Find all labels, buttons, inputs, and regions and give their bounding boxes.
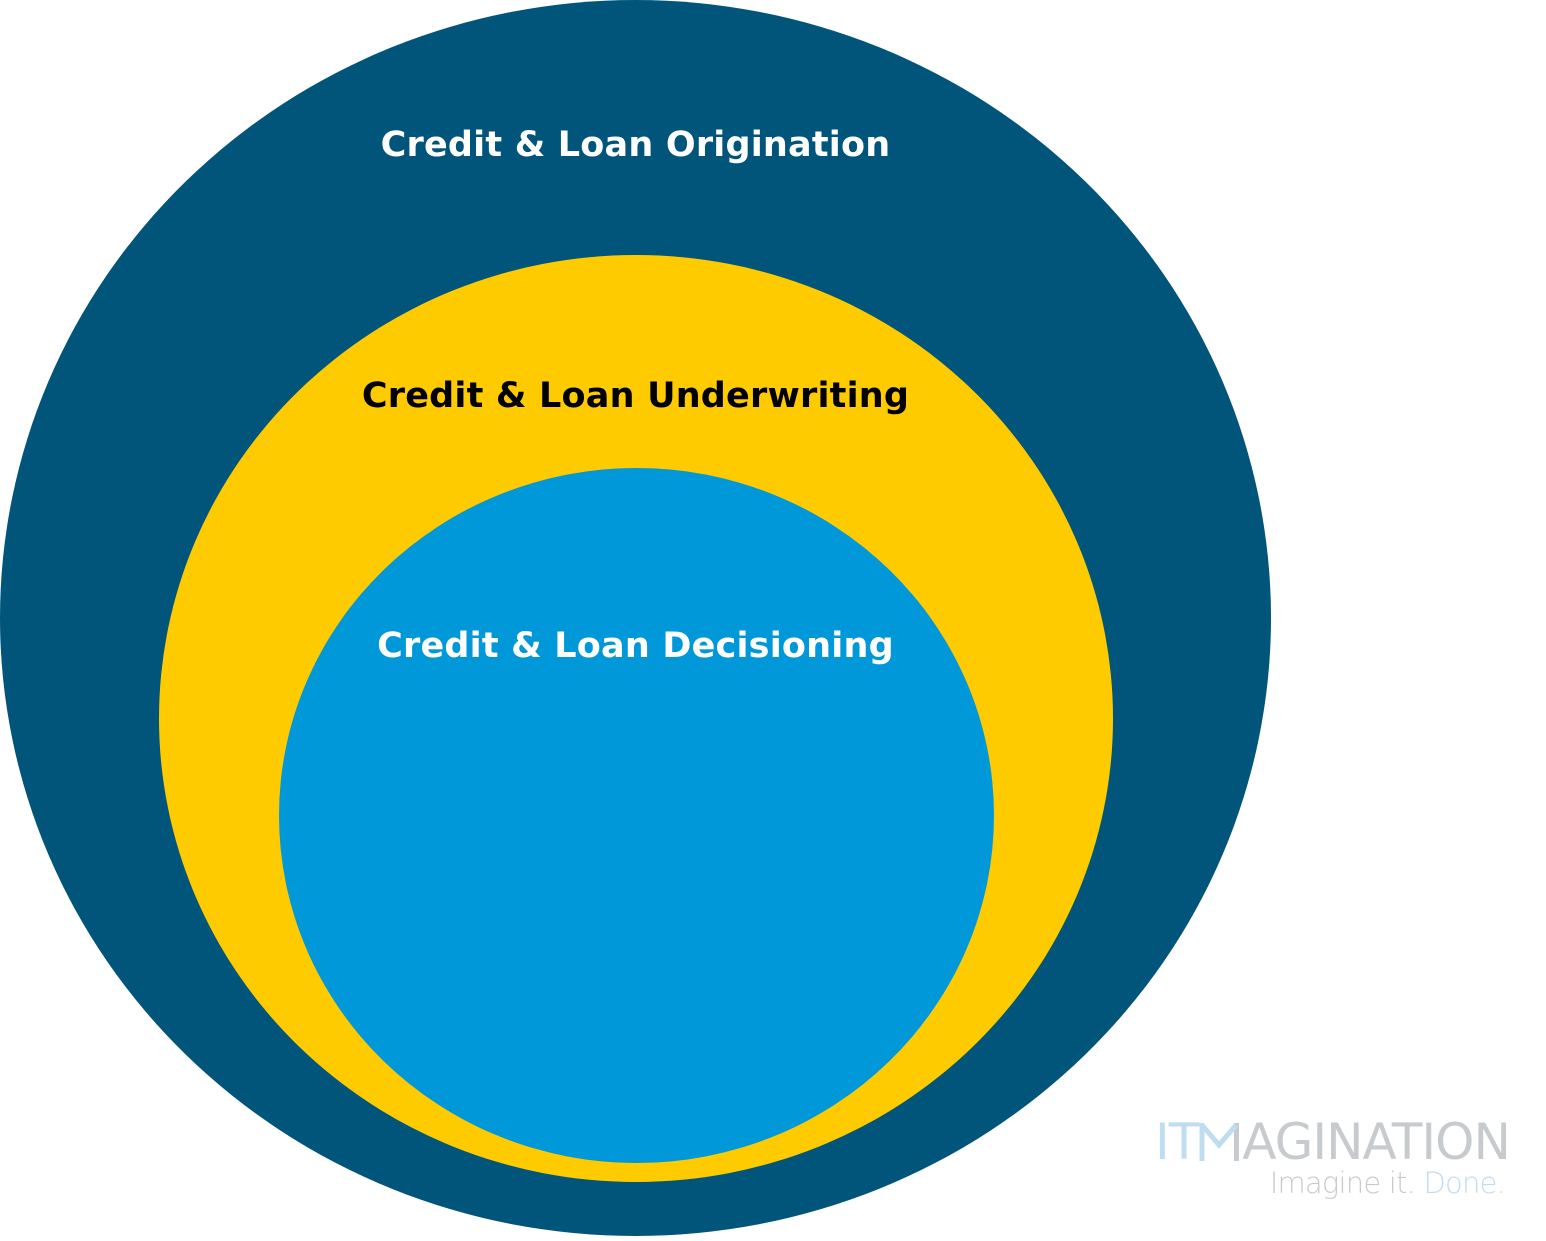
decisioning-label: Credit & Loan Decisioning [377,626,894,666]
logo-checkmark-m-icon [1199,1123,1240,1161]
decisioning-ellipse [279,468,994,1163]
tagline-accent: Done. [1423,1166,1505,1200]
itmagination-logo: IT AGINATION Imagine it. Done. [1155,1117,1511,1205]
logo-prefix: IT [1155,1113,1199,1171]
logo-tagline: Imagine it. Done. [1269,1166,1506,1200]
origination-label: Credit & Loan Origination [380,125,891,165]
tagline-main: Imagine it. [1269,1166,1416,1200]
logo-rest: AGINATION [1242,1113,1511,1171]
underwriting-label: Credit & Loan Underwriting [361,376,910,416]
logo-wordmark: IT AGINATION [1155,1113,1511,1171]
